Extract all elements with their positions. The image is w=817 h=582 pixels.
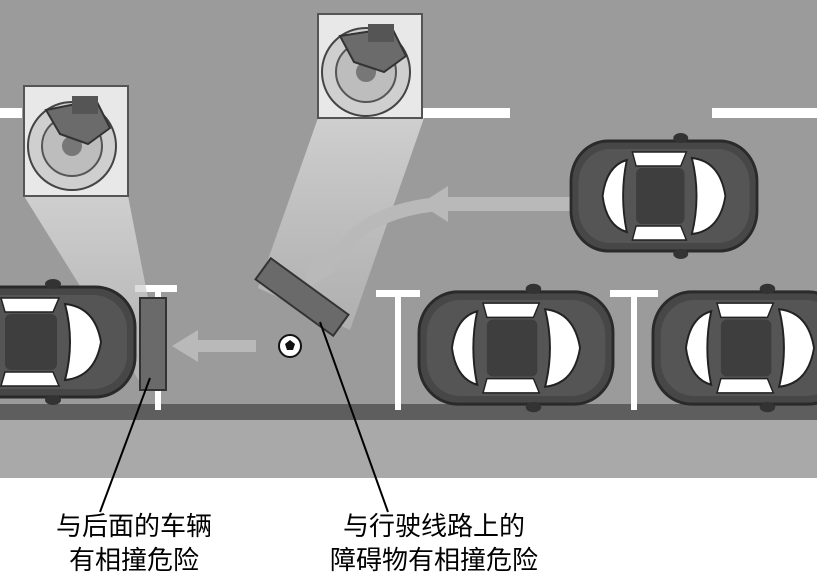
brake-disc-inset-right <box>318 14 422 118</box>
caption-line: 障碍物有相撞危险 <box>284 544 584 578</box>
curb <box>0 404 817 420</box>
lane-dash <box>420 108 510 118</box>
parked-car <box>419 284 613 413</box>
parked-car <box>653 284 817 413</box>
caption-line: 有相撞危险 <box>14 544 254 578</box>
moving-car <box>571 133 757 259</box>
lane-dash <box>712 108 817 118</box>
soccer-ball-icon <box>279 335 301 357</box>
caption-line: 与后面的车辆 <box>14 510 254 544</box>
rear-obstacle-block <box>140 298 166 390</box>
caption-line: 与行驶线路上的 <box>284 510 584 544</box>
caption-rear-collision: 与后面的车辆 有相撞危险 <box>14 510 254 578</box>
rear-car <box>0 279 135 405</box>
brake-disc-inset-left <box>24 86 128 196</box>
lane-dash <box>0 108 22 118</box>
caption-obstacle-collision: 与行驶线路上的 障碍物有相撞危险 <box>284 510 584 578</box>
